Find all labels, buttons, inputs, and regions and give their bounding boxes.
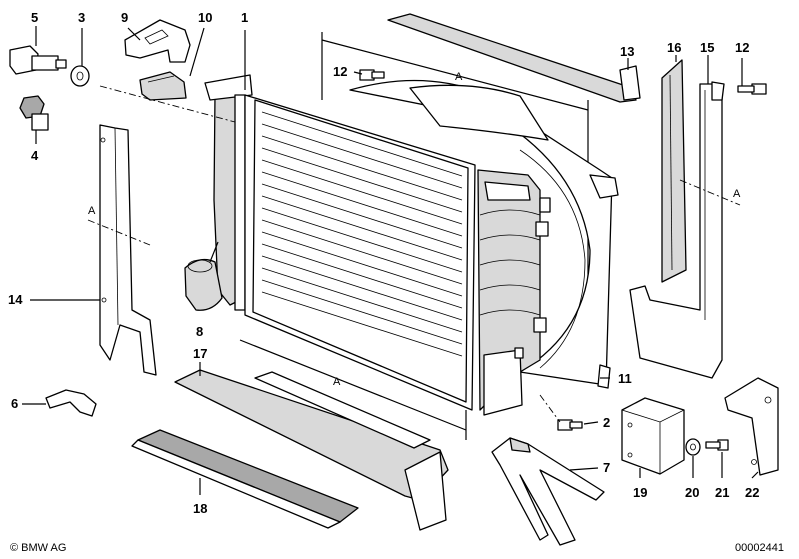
tank-ribs bbox=[479, 209, 541, 316]
washer-20 bbox=[685, 438, 701, 456]
bolt-12-top bbox=[359, 69, 385, 81]
leader-lines bbox=[22, 30, 759, 495]
seal-18 bbox=[131, 429, 359, 529]
callout-13: 13 bbox=[620, 44, 634, 59]
callout-16: 16 bbox=[667, 40, 681, 55]
bracket-7 bbox=[491, 437, 605, 546]
bracket-15: A bbox=[629, 81, 741, 379]
dimension-a-bottom: A bbox=[239, 339, 467, 440]
callout-8: 8 bbox=[196, 324, 203, 339]
seal-13 bbox=[387, 13, 641, 103]
callout-14: 14 bbox=[8, 292, 23, 307]
clip-10 bbox=[139, 27, 205, 101]
callout-12-right: 12 bbox=[735, 40, 749, 55]
callout-6: 6 bbox=[11, 396, 18, 411]
dimension-a-bracket-left-label: A bbox=[88, 205, 96, 217]
clip-9 bbox=[124, 19, 191, 63]
rubber-mount-8 bbox=[184, 241, 223, 311]
callout-19: 19 bbox=[633, 485, 647, 500]
radiator bbox=[204, 74, 551, 416]
screw-2 bbox=[539, 394, 583, 431]
plug-4 bbox=[19, 95, 49, 144]
fan-shroud bbox=[349, 79, 619, 389]
control-unit-19 bbox=[621, 397, 685, 475]
callout-12-top: 12 bbox=[333, 64, 347, 79]
callout-4: 4 bbox=[31, 148, 39, 163]
callout-18: 18 bbox=[193, 501, 207, 516]
callout-17: 17 bbox=[193, 346, 207, 361]
callout-15: 15 bbox=[700, 40, 714, 55]
sensor-5 bbox=[9, 26, 67, 75]
callout-22: 22 bbox=[745, 485, 759, 500]
callout-20: 20 bbox=[685, 485, 699, 500]
callout-7: 7 bbox=[603, 460, 610, 475]
bracket-14: A bbox=[87, 124, 157, 376]
callout-5: 5 bbox=[31, 10, 38, 25]
callout-3: 3 bbox=[78, 10, 85, 25]
callout-9: 9 bbox=[121, 10, 128, 25]
dimension-a-bracket-right-label: A bbox=[733, 188, 741, 200]
cover-17 bbox=[174, 369, 449, 531]
callout-11: 11 bbox=[618, 371, 632, 386]
callout-2: 2 bbox=[603, 415, 610, 430]
callout-1: 1 bbox=[241, 10, 248, 25]
radiator-fins bbox=[261, 111, 463, 357]
bracket-22 bbox=[724, 377, 779, 476]
washer-3 bbox=[70, 28, 90, 87]
dimension-a-bottom-label: A bbox=[333, 376, 341, 388]
callout-labels: 5 3 9 10 1 12 13 16 15 12 4 14 8 17 11 6… bbox=[8, 10, 759, 516]
dimension-a-top-label: A bbox=[455, 71, 463, 83]
diagram-number: 00002441 bbox=[735, 542, 784, 554]
callout-21: 21 bbox=[715, 485, 729, 500]
bolt-12-right bbox=[737, 83, 767, 95]
copyright-text: © BMW AG bbox=[10, 542, 66, 554]
bracket-16 bbox=[661, 59, 687, 283]
screw-21 bbox=[705, 439, 729, 451]
callout-10: 10 bbox=[198, 10, 212, 25]
clamp-6 bbox=[45, 389, 97, 417]
